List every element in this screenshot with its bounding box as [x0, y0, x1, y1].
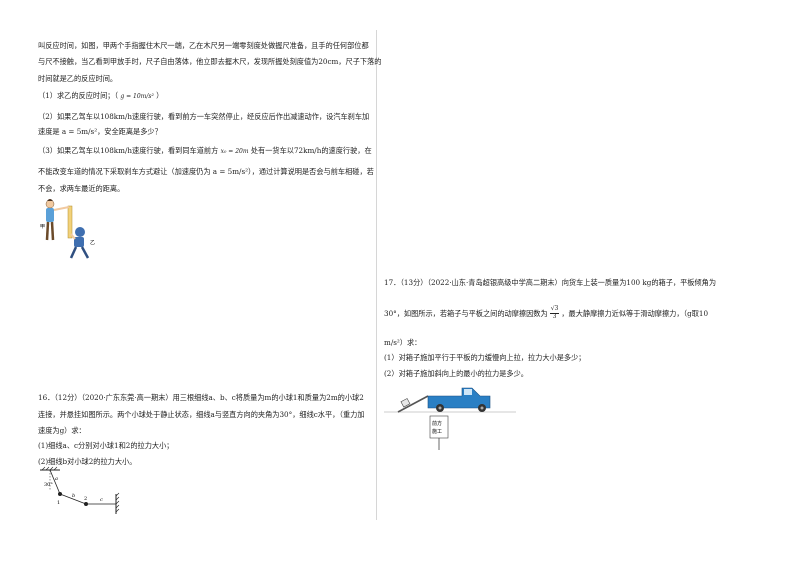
q16-line-2: 连接，并悬挂如图所示。两个小球处于静止状态，细线a与竖直方向的夹角为30°，细线… — [38, 410, 365, 419]
q3-line-1b: 处有一货车以72km/h的速度行驶，在 — [250, 146, 372, 155]
two-balls-figure: 30° a b c 1 2 — [40, 466, 120, 514]
string-b-label: b — [72, 493, 75, 499]
q16-line-1: 16．（12分）（2020·广东东莞·高一期末）用三根细线a、b、c将质量为m的… — [38, 393, 364, 402]
q3-line-2: 不能改变车道的情况下采取刹车方式避让（加速度仍为 a = 5m/s²），通过计算… — [38, 167, 374, 176]
truck-body — [427, 387, 491, 409]
string-a-label: a — [55, 476, 58, 482]
truck-figure: 前方 施工 — [384, 387, 516, 450]
q1-text: （1）求乙的反应时间；（ — [38, 91, 119, 100]
box — [400, 398, 411, 408]
truck-hub-front — [480, 406, 484, 410]
question-1: （1）求乙的反应时间；（ g = 10m/s² ） — [38, 91, 163, 101]
q2-line-1: （2）如果乙驾车以108km/h速度行驶，看到前方一车突然停止，经反应后作出减速… — [38, 112, 370, 121]
ball-1 — [58, 492, 62, 496]
q3-line-1: （3）如果乙驾车以108km/h速度行驶，看到同车道前方 x₀ = 20m 处有… — [38, 146, 372, 156]
intro-line-1: 叫反应时间，如图，甲两个手指握住木尺一端，乙在木尺另一端零刻度处做握尺准备，且手… — [38, 41, 369, 50]
person-yi-leg-left — [69, 246, 78, 259]
ceiling-hatch — [41, 466, 58, 471]
fraction-denominator: 3 — [552, 312, 557, 320]
sign-text-line-2: 施工 — [432, 428, 442, 435]
q3-line-1a: （3）如果乙驾车以108km/h速度行驶，看到同车道前方 — [38, 146, 219, 155]
q17-line-3: m/s²）求： — [384, 338, 422, 347]
string-b — [59, 493, 87, 505]
sign-text-line-1: 前方 — [432, 420, 442, 427]
q1-end: ） — [156, 91, 164, 100]
wall-hatch — [115, 492, 120, 513]
q17-line-2b: ，最大静摩擦力近似等于滑动摩擦力，（g取10 — [561, 308, 709, 318]
person-yi-arm — [70, 233, 76, 240]
intro-line-3: 时间就是乙的反应时间。 — [38, 74, 118, 83]
label-jia: 甲 — [40, 224, 45, 230]
q3-line-3: 不会，求两车最近的距离。 — [38, 184, 125, 193]
angle-label: 30° — [44, 482, 53, 488]
ball-2-label: 2 — [84, 496, 87, 502]
q17-line-2a: 30°，如图所示，若箱子与平板之间的动摩擦因数为 — [384, 308, 548, 318]
q1-formula: g = 10m/s² — [120, 93, 154, 100]
column-divider — [376, 30, 377, 520]
person-jia-leg-right — [50, 221, 55, 241]
q3-formula: x₀ = 20m — [220, 148, 249, 155]
person-jia-leg-left — [45, 221, 50, 241]
truck-window — [464, 389, 472, 395]
q17-line-2: 30°，如图所示，若箱子与平板之间的动摩擦因数为 √3 3 ，最大静摩擦力近似等… — [384, 305, 709, 320]
person-yi-head — [75, 227, 85, 237]
q16-sub-1: (1)细线a、c分别对小球1和2的拉力大小； — [38, 441, 174, 450]
ball-2 — [84, 502, 88, 506]
q17-sub-2: (2）对箱子施加斜向上的最小的拉力是多少。 — [384, 369, 528, 378]
q17-line-1: 17．（13分）（2022·山东·青岛超银高级中学高二期末）向货车上装一质量为1… — [384, 278, 717, 287]
incline-plank — [397, 395, 429, 413]
q2-line-2: 速度是 a = 5m/s²，安全距离是多少？ — [38, 127, 162, 136]
truck-hub-rear — [438, 406, 442, 410]
friction-fraction: √3 3 — [549, 305, 560, 320]
ruler — [67, 205, 73, 239]
person-jia-hair — [47, 199, 53, 201]
person-yi-leg-right — [80, 246, 90, 259]
q16-line-3: 速度为g）求： — [38, 426, 86, 435]
label-yi: 乙 — [90, 239, 95, 246]
string-a — [49, 469, 61, 495]
intro-line-2: 与尺不接触，当乙看到甲放手时，尺子自由落体，他立即去握木尺，发现所握处刻度值为2… — [38, 57, 382, 66]
q17-sub-1: (1）对箱子施加平行于平板的力缓慢向上拉，拉力大小是多少； — [384, 353, 586, 362]
person-jia-body — [46, 208, 54, 222]
person-jia-arm — [53, 206, 70, 211]
ball-1-label: 1 — [57, 500, 60, 506]
string-c-label: c — [100, 497, 103, 503]
fraction-numerator: √3 — [549, 305, 560, 314]
reaction-time-figure: 甲 乙 — [40, 199, 95, 259]
person-jia-head — [45, 199, 55, 209]
q16-sub-2: (2)细线b对小球2的拉力大小。 — [38, 457, 137, 466]
person-yi-body — [74, 237, 84, 247]
